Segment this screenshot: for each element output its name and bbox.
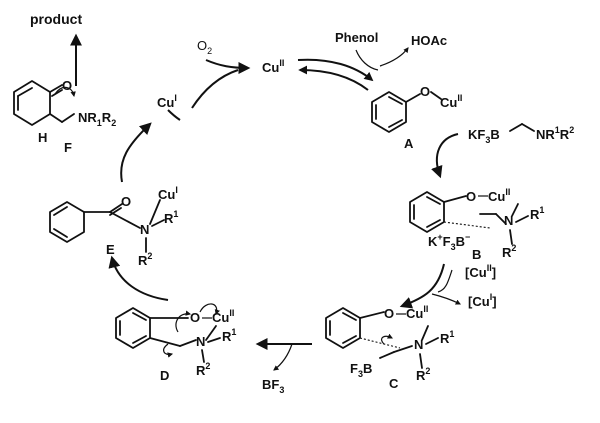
a-copper: CuII [440, 93, 462, 110]
b-label: B [472, 247, 481, 262]
intermediate-e: O N CuI R1 R2 E [49, 185, 178, 268]
cu-ii-bracket: [CuII] [465, 263, 496, 280]
d-copper: CuII [212, 308, 234, 325]
trifluoroborate-reagent: KF3B NR1R2 [468, 123, 574, 145]
cu-i-leg [167, 109, 181, 121]
b-oxygen: O [466, 189, 476, 204]
hoac-out-curve [379, 47, 409, 67]
intermediate-c: O CuII N R1 R2 F3B C [325, 304, 454, 391]
d-r1: R1 [222, 327, 236, 344]
c-label: C [389, 376, 399, 391]
d-r2: R2 [196, 361, 210, 378]
reagent-amine: NR1R2 [536, 125, 574, 142]
c-r1: R1 [440, 329, 454, 346]
f-oxygen: O [62, 78, 72, 93]
o2-arrow [205, 59, 251, 74]
d-oxygen: O [190, 310, 200, 325]
f-label: F [64, 140, 72, 155]
e-to-f-arrow [120, 122, 152, 183]
e-r1: R1 [164, 209, 178, 226]
c-oxygen: O [384, 306, 394, 321]
o2-label: O2 [197, 38, 212, 56]
e-nitrogen: N [140, 222, 149, 237]
equilibrium-forward-arrow [297, 58, 374, 82]
e-oxygen: O [121, 194, 131, 209]
c-r2: R2 [416, 366, 430, 383]
b-to-c-arrow [399, 263, 445, 309]
d-nitrogen: N [196, 334, 205, 349]
b-kf3b: K+F3B− [428, 232, 470, 252]
b-copper: CuII [488, 187, 510, 204]
cu-i-to-cu-ii-arc [191, 69, 239, 109]
product-label: product [30, 11, 82, 27]
cu-i-left: CuI [157, 93, 177, 110]
e-copper: CuI [158, 185, 178, 202]
f-hydrogen: H [38, 130, 47, 145]
phenol-label: Phenol [335, 30, 378, 45]
b-r1: R1 [530, 205, 544, 222]
c-copper: CuII [406, 304, 428, 321]
b-nitrogen: N [504, 213, 513, 228]
b-r2: R2 [502, 243, 516, 260]
f-amine: NR1R2 [78, 110, 116, 128]
equilibrium-back-arrow [298, 65, 369, 91]
a-label: A [404, 136, 414, 151]
cu-ii-top: CuII [262, 58, 284, 75]
e-r2: R2 [138, 251, 152, 268]
intermediate-b: O CuII N R1 R2 K+F3B− B [409, 187, 544, 262]
d-label: D [160, 368, 169, 383]
phenol-in-curve [355, 49, 379, 71]
a-oxygen: O [420, 84, 430, 99]
hoac-label: HOAc [411, 33, 447, 48]
bf3-label: BF3 [262, 377, 284, 395]
c-nitrogen: N [414, 337, 423, 352]
e-label: E [106, 242, 115, 257]
a-to-b-arrow [431, 133, 459, 179]
intermediate-d: O CuII N R1 R2 D [115, 303, 236, 383]
intermediate-a: O CuII A [371, 84, 462, 151]
cu-i-bracket: [CuI] [468, 292, 497, 309]
intermediate-f: O H NR1R2 F [13, 78, 116, 155]
c-f3b: F3B [350, 361, 372, 379]
d-to-e-arrow [108, 255, 169, 301]
reagent-kf3b: KF3B [468, 127, 500, 145]
